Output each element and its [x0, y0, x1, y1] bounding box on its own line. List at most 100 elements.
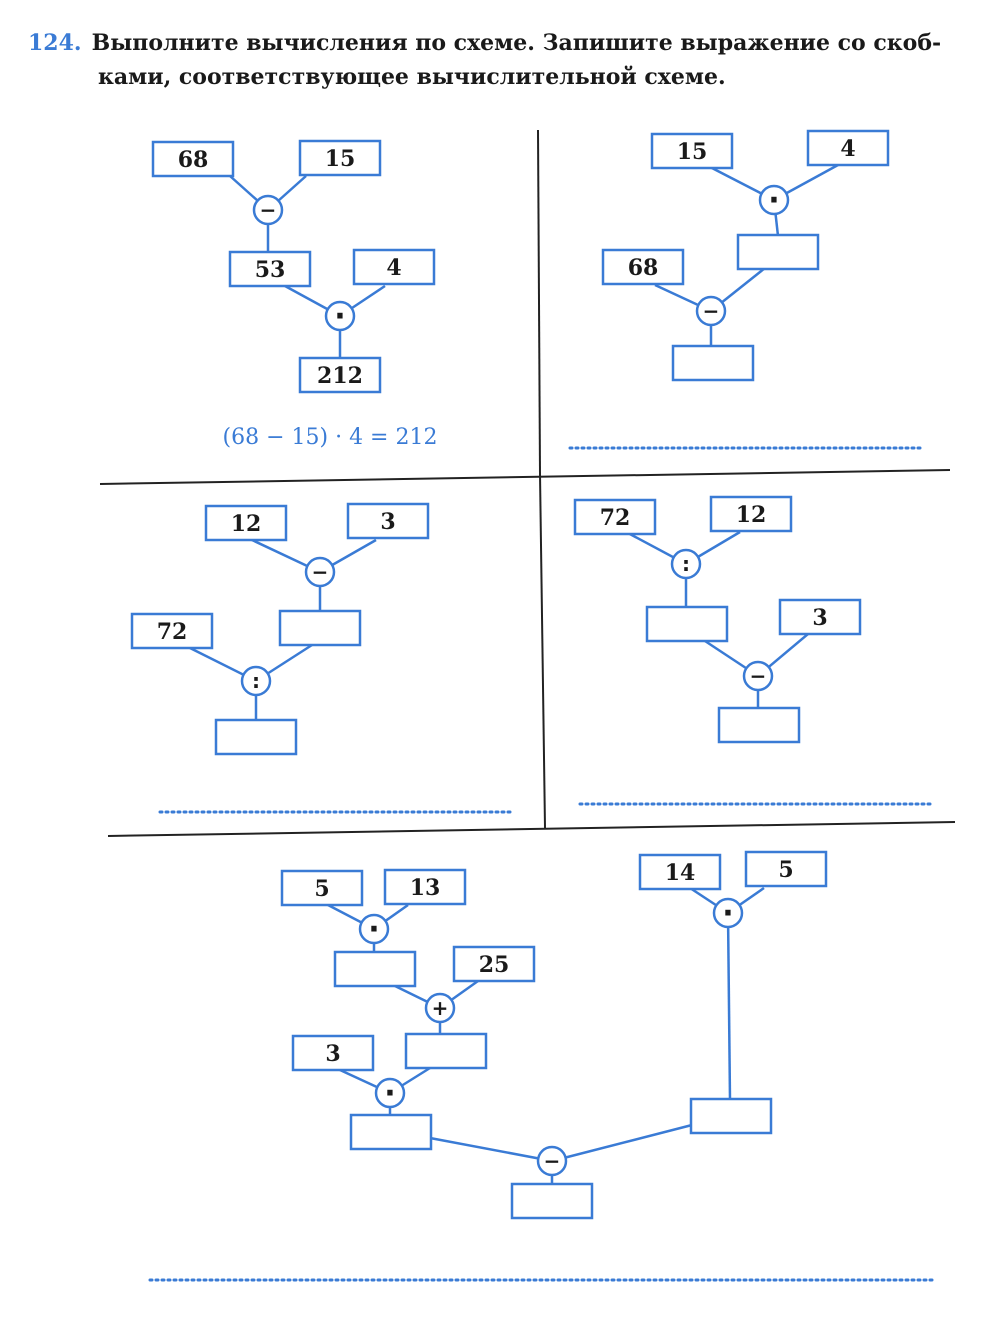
number-box-value: 68 [628, 255, 659, 281]
operation-symbol: − [260, 198, 277, 222]
operation-symbol: · [384, 1076, 395, 1111]
number-box: 4 [806, 129, 890, 167]
operation-circle [424, 992, 456, 1024]
operation-node: · [712, 896, 744, 931]
number-box-frame [151, 140, 235, 178]
number-box-frame [778, 598, 862, 636]
section-divider [539, 473, 546, 829]
number-box-frame [717, 706, 801, 744]
number-box-value: 15 [677, 139, 708, 165]
operation-circle [695, 295, 727, 327]
operation-node: · [758, 183, 790, 218]
operation-circle [758, 184, 790, 216]
number-box: 15 [298, 139, 382, 177]
number-box [214, 718, 298, 756]
operation-circle [324, 300, 356, 332]
operation-node: − [304, 556, 336, 588]
operation-symbol: · [368, 912, 379, 947]
number-box-frame [452, 945, 536, 983]
number-box: 5 [280, 869, 364, 907]
number-box: 25 [452, 945, 536, 983]
operation-symbol: + [432, 996, 449, 1020]
number-box-frame [383, 868, 467, 906]
connector [551, 1123, 693, 1163]
number-box-value: 12 [231, 511, 262, 537]
problem-header: 124.Выполните вычисления по схеме. Запиш… [28, 26, 968, 94]
number-box-frame [638, 853, 722, 891]
number-box-frame [736, 233, 820, 271]
number-box-frame [228, 250, 312, 288]
operation-symbol: : [252, 669, 260, 693]
operation-symbol: : [682, 552, 690, 576]
operation-symbol: − [312, 560, 329, 584]
number-box: 72 [130, 612, 214, 650]
connector [429, 1136, 553, 1163]
number-box: 5 [744, 850, 828, 888]
number-box: 3 [346, 502, 430, 540]
operation-node: − [742, 660, 774, 692]
number-box: 212 [298, 356, 382, 394]
number-box [717, 706, 801, 744]
number-box [349, 1113, 433, 1151]
number-box [278, 609, 362, 647]
operation-node: · [358, 912, 390, 947]
number-box-frame [214, 718, 298, 756]
number-box-value: 14 [665, 860, 696, 886]
number-box-value: 3 [380, 509, 395, 535]
number-box: 3 [778, 598, 862, 636]
number-box-frame [280, 869, 364, 907]
number-box-value: 5 [314, 876, 329, 902]
operation-node: − [252, 194, 284, 226]
operation-node: : [240, 665, 272, 697]
operation-node: : [670, 548, 702, 580]
number-box-frame [204, 504, 288, 542]
number-box-value: 68 [178, 147, 209, 173]
number-box [404, 1032, 488, 1070]
number-box: 3 [291, 1034, 375, 1072]
number-box-value: 72 [600, 505, 631, 531]
number-box [333, 950, 417, 988]
operation-symbol: − [703, 299, 720, 323]
operation-node: · [374, 1076, 406, 1111]
answer-expression: (68 − 15) · 4 = 212 [223, 425, 438, 450]
number-box-frame [130, 612, 214, 650]
number-box: 4 [352, 248, 436, 286]
number-box-frame [510, 1182, 594, 1220]
number-box-value: 53 [255, 257, 286, 283]
section-divider [99, 469, 951, 485]
number-box-frame [573, 498, 657, 536]
operation-node: − [695, 295, 727, 327]
connector [726, 912, 732, 1101]
operation-symbol: − [750, 664, 767, 688]
number-box [645, 605, 729, 643]
number-box [671, 344, 755, 382]
number-box-value: 4 [386, 255, 401, 281]
number-box-frame [709, 495, 793, 533]
number-box-frame [689, 1097, 773, 1135]
number-box-frame [333, 950, 417, 988]
number-box-value: 5 [778, 857, 793, 883]
number-box: 15 [650, 132, 734, 170]
number-box-frame [352, 248, 436, 286]
number-box [736, 233, 820, 271]
number-box-value: 25 [479, 952, 510, 978]
operation-circle [712, 897, 744, 929]
operation-symbol: · [722, 896, 733, 931]
section-divider [537, 129, 541, 475]
operation-circle [358, 913, 390, 945]
section-divider [107, 821, 956, 837]
number-box-value: 12 [736, 502, 767, 528]
number-box: 72 [573, 498, 657, 536]
operation-circle [536, 1145, 568, 1177]
operation-symbol: − [544, 1149, 561, 1173]
number-box-value: 212 [317, 363, 363, 389]
operation-symbol: · [768, 183, 779, 218]
number-box-frame [671, 344, 755, 382]
operation-circle [742, 660, 774, 692]
problem-text-line2: ками, соответствующее вычислительной схе… [98, 64, 726, 90]
number-box-frame [806, 129, 890, 167]
number-box-value: 13 [410, 875, 441, 901]
number-box-value: 72 [157, 619, 188, 645]
number-box-frame [298, 139, 382, 177]
